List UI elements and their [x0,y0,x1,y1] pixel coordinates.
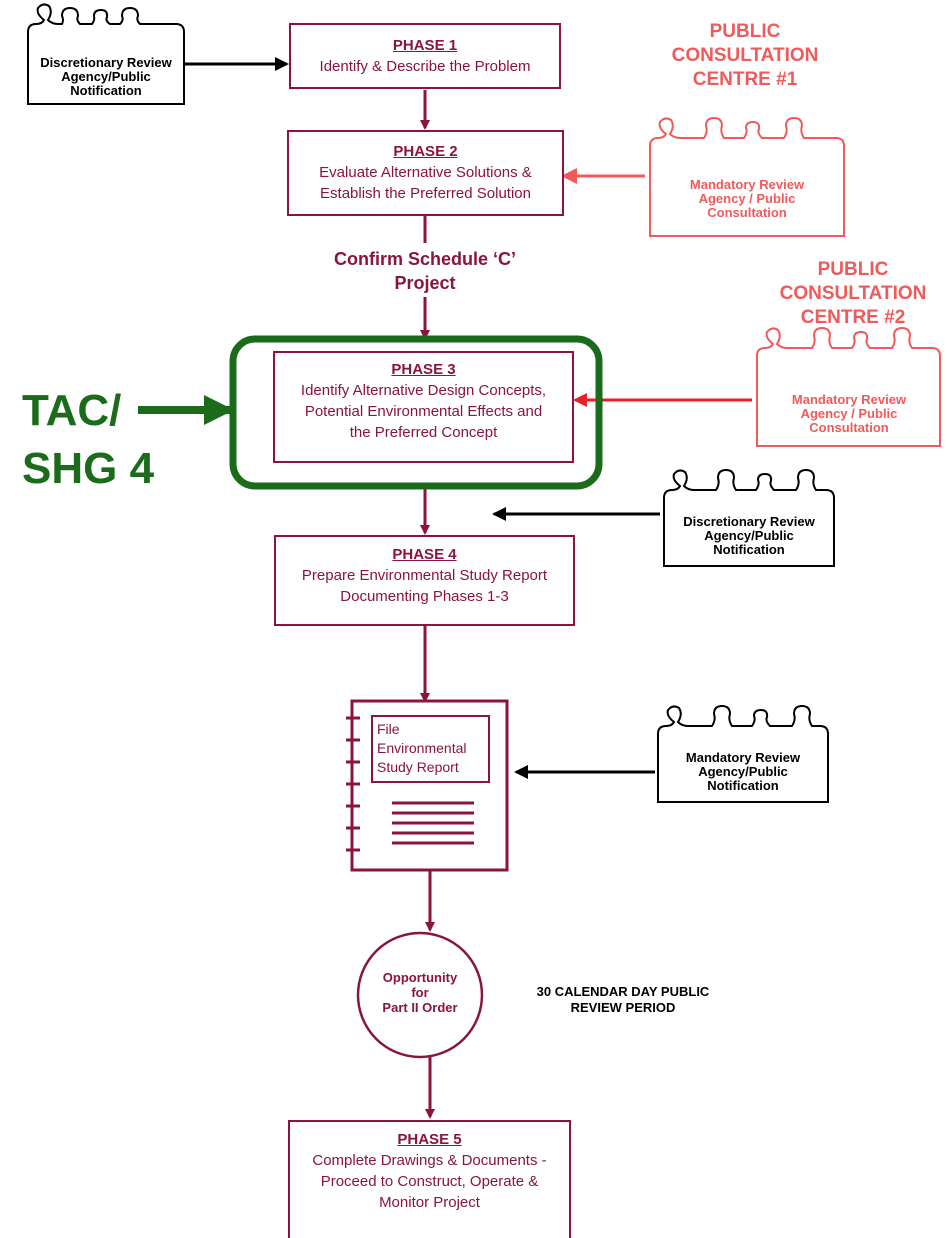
phase4-title: PHASE 4 [392,546,457,563]
phase5-title: PHASE 5 [397,1131,462,1148]
public-consultation-centre-2: PUBLIC CONSULTATION CENTRE #2 [768,258,938,330]
pcc1-group-line3: Consultation [707,205,787,220]
phase3-highlight-frame [229,335,603,490]
phase1-box: PHASE 1 Identify & Describe the Problem [289,23,561,89]
pcc2-group-line2: Agency / Public [800,406,898,421]
phase4-box: PHASE 4 Prepare Environmental Study Repo… [274,535,575,626]
top-left-group-label: Discretionary Review Agency/Public Notif… [30,56,182,98]
pcc2-line1: PUBLIC [817,259,889,280]
report-document-icon [346,699,509,872]
mid-right-line1: Discretionary Review [683,514,815,529]
phase2-line1: Evaluate Alternative Solutions & [319,164,532,181]
top-left-line1: Discretionary Review [40,55,172,70]
pcc1-line2: CONSULTATION [671,45,819,66]
review-period-line1: 30 CALENDAR DAY PUBLIC [536,984,710,999]
pcc2-line3: CENTRE #2 [800,307,906,328]
pcc1-group-line2: Agency / Public [698,191,796,206]
mid-right-group-label: Discretionary Review Agency/Public Notif… [666,515,832,557]
phase5-line1: Complete Drawings & Documents - [312,1152,547,1169]
confirm-schedule-line2: Project [394,273,456,293]
phase5-line3: Monitor Project [379,1194,480,1211]
report-line2: Environmental [377,740,467,756]
report-line1: File [377,721,400,737]
phase4-line2: Documenting Phases 1-3 [340,588,509,605]
pcc1-group-label: Mandatory Review Agency / Public Consult… [652,178,842,220]
phase1-title: PHASE 1 [392,37,458,54]
phase3-line3: the Preferred Concept [349,424,498,441]
mid-right-line2: Agency/Public [704,528,794,543]
phase3-line1: Identify Alternative Design Concepts, [300,382,547,399]
top-left-line3: Notification [70,83,142,98]
confirm-schedule-line1: Confirm Schedule ‘C’ [333,249,517,269]
phase3-title: PHASE 3 [391,361,456,378]
order-line2: for [411,985,429,1000]
part-ii-order-circle [356,931,484,1059]
people-group-icon [756,326,941,447]
people-group-icon [649,116,845,237]
pcc2-line2: CONSULTATION [779,283,927,304]
lower-right-line3: Notification [707,778,779,793]
order-line3: Part II Order [382,1000,458,1015]
phase4-line1: Prepare Environmental Study Report [301,567,548,584]
people-group-icon [657,704,829,803]
phase3-box: PHASE 3 Identify Alternative Design Conc… [273,351,574,463]
top-left-line2: Agency/Public [61,69,151,84]
pcc1-line1: PUBLIC [709,21,781,42]
part-ii-order-label: Opportunity for Part II Order [360,970,480,1015]
order-line1: Opportunity [382,970,458,985]
lower-right-line1: Mandatory Review [685,750,801,765]
public-consultation-centre-1: PUBLIC CONSULTATION CENTRE #1 [660,20,830,92]
report-line3: Study Report [377,759,459,775]
tac-line2: SHG 4 [22,444,155,493]
pcc1-group-line1: Mandatory Review [689,177,805,192]
phase2-line2: Establish the Preferred Solution [320,185,531,202]
pcc2-group-line3: Consultation [809,420,889,435]
review-period-line2: REVIEW PERIOD [570,1000,676,1015]
pcc2-group-line1: Mandatory Review [791,392,907,407]
report-document-label: File Environmental Study Report [377,720,487,777]
phase5-box: PHASE 5 Complete Drawings & Documents - … [288,1120,571,1238]
lower-right-line2: Agency/Public [698,764,788,779]
phase2-title: PHASE 2 [393,143,458,160]
tac-line1: TAC/ [22,386,122,435]
people-group-icon [27,3,185,105]
phase2-box: PHASE 2 Evaluate Alternative Solutions &… [287,130,564,216]
pcc2-group-label: Mandatory Review Agency / Public Consult… [759,393,939,435]
phase1-text: Identify & Describe the Problem [319,58,531,75]
mid-right-line3: Notification [713,542,785,557]
people-group-icon [663,468,835,567]
tac-shg-label: TAC/ SHG 4 [22,382,154,498]
lower-right-group-label: Mandatory Review Agency/Public Notificat… [660,751,826,793]
phase5-line2: Proceed to Construct, Operate & [320,1173,539,1190]
confirm-schedule-label: Confirm Schedule ‘C’ Project [300,247,550,295]
review-period-note: 30 CALENDAR DAY PUBLIC REVIEW PERIOD [508,984,738,1016]
phase3-line2: Potential Environmental Effects and [304,403,543,420]
pcc1-line3: CENTRE #1 [692,69,798,90]
